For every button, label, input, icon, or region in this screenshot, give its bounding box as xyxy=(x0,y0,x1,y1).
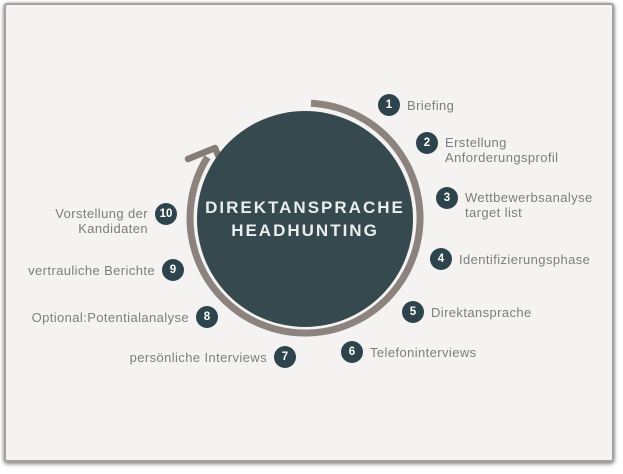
step-number-badge: 1 xyxy=(378,94,400,116)
step-label: persönliche Interviews xyxy=(129,349,267,365)
step-label: Direktansprache xyxy=(431,304,532,320)
step-number-badge: 6 xyxy=(341,341,363,363)
step-item-2: 2 Erstellung Anforderungsprofil xyxy=(416,132,558,165)
step-number-badge: 3 xyxy=(436,187,458,209)
step-number-badge: 10 xyxy=(155,203,177,225)
step-item-8: Optional:Potentialanalyse 8 xyxy=(32,306,218,328)
step-label: Telefoninterviews xyxy=(370,344,477,360)
step-label: vertrauliche Berichte xyxy=(28,262,155,278)
step-label: Wettbewerbsanalyse target list xyxy=(465,190,593,220)
step-number-badge: 5 xyxy=(402,301,424,323)
step-number-badge: 4 xyxy=(430,248,452,270)
step-item-7: persönliche Interviews 7 xyxy=(130,346,296,368)
step-label: Optional:Potentialanalyse xyxy=(31,309,189,325)
step-label: Identifizierungsphase xyxy=(459,251,591,267)
step-number-badge: 9 xyxy=(162,259,184,281)
step-number-badge: 2 xyxy=(416,132,438,154)
center-circle: DIREKTANSPRACHE HEADHUNTING xyxy=(197,111,413,327)
step-item-10: Vorstellung der Kandidaten 10 xyxy=(55,203,177,236)
step-item-3: 3 Wettbewerbsanalyse target list xyxy=(436,187,593,220)
step-item-6: 6 Telefoninterviews xyxy=(341,341,477,363)
step-item-5: 5 Direktansprache xyxy=(402,301,532,323)
step-label: Vorstellung der Kandidaten xyxy=(55,206,148,236)
step-number-badge: 8 xyxy=(196,306,218,328)
step-number-badge: 7 xyxy=(274,346,296,368)
diagram-title: DIREKTANSPRACHE HEADHUNTING xyxy=(205,198,405,240)
step-item-1: 1 Briefing xyxy=(378,94,454,116)
step-item-9: vertrauliche Berichte 9 xyxy=(28,259,184,281)
step-item-4: 4 Identifizierungsphase xyxy=(430,248,590,270)
step-label: Erstellung Anforderungsprofil xyxy=(445,135,559,165)
step-label: Briefing xyxy=(407,97,455,113)
